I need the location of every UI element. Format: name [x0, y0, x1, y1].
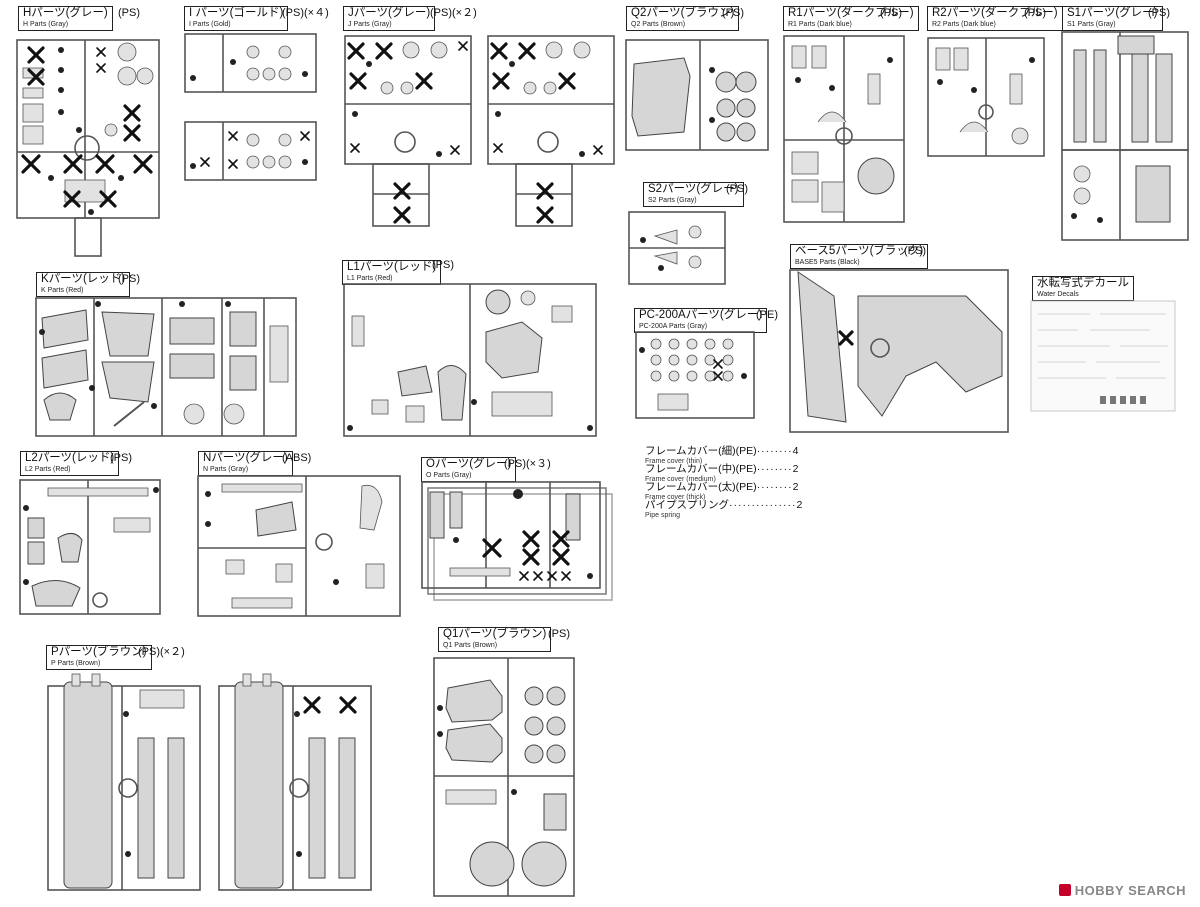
- label-l2: L2パーツ(レッド)L2 Parts (Red): [20, 451, 120, 476]
- tag-q2: (PS): [722, 7, 744, 19]
- tag-l2: (PS): [110, 452, 132, 464]
- sprue-p-b: [215, 668, 375, 894]
- sprue-r1: [782, 32, 906, 224]
- tag-base5: (PS): [904, 245, 926, 257]
- tag-k: (PS): [118, 273, 140, 285]
- label-l1: L1パーツ(レッド)L1 Parts (Red): [342, 260, 442, 285]
- sprue-k: [34, 296, 298, 438]
- sprue-s2: [627, 210, 727, 286]
- acc-row-4: パイプスプリング···············2 Pipe spring: [645, 499, 803, 519]
- acc-1-en: Frame cover (thin): [645, 457, 703, 465]
- tag-o: (PS)(×３): [504, 458, 551, 470]
- label-n: Nパーツ(グレー)N Parts (Gray): [198, 451, 293, 476]
- acc-row-2: フレームカバー(中)(PE)········2 Frame cover (med…: [645, 463, 799, 483]
- acc-2-en: Frame cover (medium): [645, 475, 716, 483]
- label-p: Pパーツ(ブラウン)P Parts (Brown): [46, 645, 152, 670]
- label-r1: R1パーツ(ダークブルー)R1 Parts (Dark blue): [783, 6, 919, 31]
- label-q2: Q2パーツ(ブラウン)Q2 Parts (Brown): [626, 6, 740, 31]
- label-s2: S2パーツ(グレー)S2 Parts (Gray): [643, 182, 744, 207]
- label-s1: S1パーツ(グレー)S1 Parts (Gray): [1062, 6, 1163, 31]
- label-h: Hパーツ(グレー)H Parts (Gray): [18, 6, 113, 31]
- sprue-r2: [926, 32, 1046, 160]
- acc-3-en: Frame cover (thick): [645, 493, 706, 501]
- tag-s1: (PS): [1148, 7, 1170, 19]
- label-k: Kパーツ(レッド)K Parts (Red): [36, 272, 131, 297]
- label-i: I パーツ(ゴールド)I Parts (Gold): [184, 6, 289, 31]
- acc-2-qty: 2: [792, 463, 799, 475]
- acc-3-qty: 2: [792, 481, 799, 493]
- sprue-s1: [1060, 30, 1192, 242]
- sprue-p-a: [44, 668, 204, 894]
- tag-r1: (PS): [880, 7, 902, 19]
- acc-3-jp: フレームカバー(太)(PE): [645, 481, 757, 493]
- label-base5: ベース5パーツ(ブラック)BASE5 Parts (Black): [790, 244, 929, 269]
- acc-4-qty: 2: [796, 499, 803, 511]
- label-o: Oパーツ(グレー)O Parts (Gray): [421, 457, 517, 482]
- acc-1-qty: 4: [792, 445, 799, 457]
- acc-4-jp: パイプスプリング: [645, 499, 729, 511]
- sprue-i-b: [183, 120, 318, 182]
- sprue-h: [15, 39, 163, 260]
- sprue-j-a: [343, 34, 473, 230]
- tag-h: (PS): [118, 7, 140, 19]
- sprue-base5: [786, 266, 1012, 436]
- acc-4-en: Pipe spring: [645, 511, 681, 519]
- tag-l1: (PS): [432, 259, 454, 271]
- label-pc200a: PC-200Aパーツ(グレー)PC-200A Parts (Gray): [634, 308, 768, 333]
- tag-pc200a: (PE): [756, 309, 778, 321]
- sprue-q1: [432, 652, 576, 898]
- sprue-n: [196, 474, 402, 620]
- tag-j: (PS)(×２): [430, 7, 477, 19]
- tag-n: (ABS): [282, 452, 312, 464]
- sprue-q2: [624, 36, 770, 154]
- label-q1: Q1パーツ(ブラウン)Q1 Parts (Brown): [438, 627, 552, 652]
- sprue-l2: [18, 478, 162, 616]
- tag-p: (PS)(×２): [138, 646, 185, 658]
- label-r2: R2パーツ(ダークブルー)R2 Parts (Dark blue): [927, 6, 1063, 31]
- sprue-h-svg: [16, 39, 160, 257]
- acc-row-3: フレームカバー(太)(PE)········2 Frame cover (thi…: [645, 481, 799, 501]
- tag-i: (PS)(×４): [282, 7, 329, 19]
- decal-sheet: [1030, 300, 1176, 412]
- acc-1-jp: フレームカバー(細)(PE): [645, 445, 757, 457]
- sprue-pc200a: [634, 330, 756, 420]
- tag-q1: (PS): [548, 628, 570, 640]
- hobby-search-logo: HOBBY SEARCH: [1058, 883, 1186, 898]
- acc-row-1: フレームカバー(細)(PE)········4 Frame cover (thi…: [645, 445, 799, 465]
- acc-2-jp: フレームカバー(中)(PE): [645, 463, 757, 475]
- sprue-l1: [342, 282, 598, 438]
- label-j: Jパーツ(グレー)J Parts (Gray): [343, 6, 436, 31]
- tag-s2: (PS): [726, 183, 748, 195]
- sprue-i-a: [183, 32, 318, 94]
- sprue-j-b: [486, 34, 616, 230]
- logo-text: HOBBY SEARCH: [1074, 883, 1186, 898]
- hobby-search-logo-icon: [1058, 884, 1071, 896]
- tag-r2: (PS): [1024, 7, 1046, 19]
- sprue-o: [420, 480, 614, 602]
